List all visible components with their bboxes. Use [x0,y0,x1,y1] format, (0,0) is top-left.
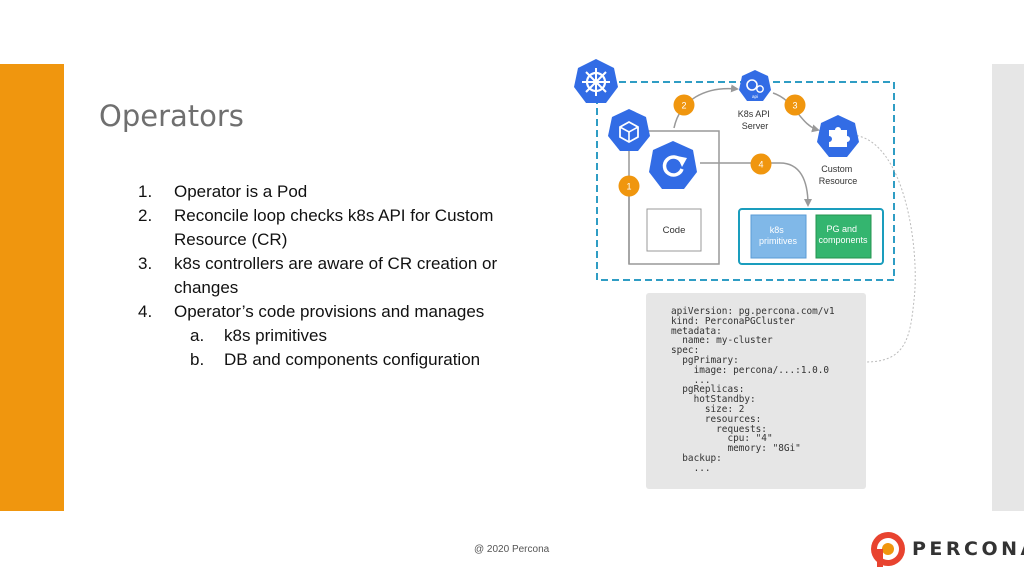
yaml-code: apiVersion: pg.percona.com/v1 kind: Perc… [671,306,835,474]
api-server-line: Server [742,121,769,131]
step-badge-2: 2 [673,94,695,116]
puzzle-icon [817,115,859,157]
step-badge-number: 3 [792,101,797,111]
steps-list: 1. Operator is a Pod 2. Reconcile loop c… [138,180,538,372]
step-badge-number: 1 [626,182,631,192]
step-number: 1. [138,182,153,201]
pg-components-box [815,214,872,259]
step-item: 4. Operator’s code provisions and manage… [138,300,538,324]
substep-item: b. DB and components configuration [190,348,538,372]
right-side-bar [992,64,1024,511]
step-badge-number: 2 [681,101,686,111]
percona-brand-text: PERCONA [912,538,1024,560]
step-item: 1. Operator is a Pod [138,180,538,204]
code-box [646,208,702,252]
k8s-primitives-line: k8s [770,225,785,235]
step-text: Reconcile loop checks k8s API for Custom… [174,206,494,249]
step-text: Operator’s code provisions and manages [174,302,485,321]
k8s-primitives-label: k8s primitives [759,225,798,246]
custom-resource-label: Custom Resource [819,164,858,186]
api-server-label: K8s API Server [738,109,773,131]
k8s-primitives-box [750,214,807,259]
accent-bar [0,64,64,511]
step-badge-4: 4 [750,153,772,175]
yaml-code-panel: apiVersion: pg.percona.com/v1 kind: Perc… [646,293,866,489]
operator-diagram: Code k8s primitives PG and components [574,59,916,363]
step-text: k8s controllers are aware of CR creation… [174,254,498,297]
substep-letter: a. [190,326,205,345]
percona-logo-icon [871,532,905,567]
custom-resource-line: Custom [821,164,852,174]
step-badge-3: 3 [784,94,806,116]
api-server-icon: api [739,70,771,101]
step-number: 3. [138,254,153,273]
substep-letter: b. [190,350,205,369]
pg-components-line: PG and [826,224,857,234]
reload-icon [649,141,697,189]
code-label: Code [663,225,686,236]
pg-components-label: PG and components [818,224,868,245]
step-badge-number: 4 [758,160,763,170]
step-badge-1: 1 [618,175,640,197]
arrow-operator-to-api [673,84,739,129]
footer-copyright: @ 2020 Percona [474,544,550,555]
slide-title: Operators [99,99,244,134]
custom-resource-line: Resource [819,176,858,186]
step-text: Operator is a Pod [174,182,308,201]
api-server-line: K8s API [738,109,770,119]
arrow-operator-to-resources [700,162,812,207]
step-item: 2. Reconcile loop checks k8s API for Cus… [138,204,538,252]
pg-components-line: components [818,235,868,245]
substep-text: DB and components configuration [224,350,481,369]
substep-item: a. k8s primitives [190,324,538,348]
step-number: 2. [138,206,153,225]
kubernetes-helm-icon [574,59,618,103]
substep-text: k8s primitives [224,326,327,345]
step-item: 3. k8s controllers are aware of CR creat… [138,252,538,300]
k8s-primitives-line: primitives [759,236,798,246]
svg-text:api: api [752,94,758,99]
cube-icon [608,109,650,151]
percona-logo: PERCONA [870,531,1024,567]
step-number: 4. [138,302,153,321]
